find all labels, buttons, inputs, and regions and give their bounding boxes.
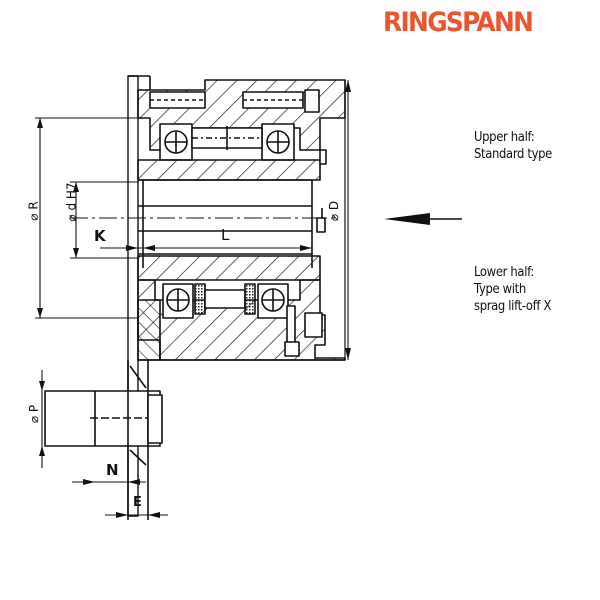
direction-arrow-icon [384, 213, 462, 225]
lower-half-title: Lower half: [474, 264, 534, 280]
ringspann-logo: RINGSPANN [383, 7, 534, 38]
lower-half-desc-1: Type with [474, 281, 526, 297]
dimension-k-label: K [94, 227, 106, 245]
dimension-d-label: ⌀ d H7 [64, 182, 79, 222]
dimension-l-label: L [221, 226, 230, 244]
upper-half-title: Upper half: [474, 129, 535, 145]
bore [138, 179, 326, 268]
lower-sprag-lift-off [194, 283, 256, 315]
dimension-arrowheads [37, 80, 351, 518]
upper-inner-ring [137, 149, 327, 181]
lower-half-note: Lower half: Type with sprag lift-off X [474, 264, 551, 315]
dimension-e-label: E [133, 495, 142, 510]
upper-half-note: Upper half: Standard type [474, 129, 552, 163]
lower-bearing-right [257, 283, 289, 319]
flange-detail [44, 360, 163, 520]
dimension-p-label: ⌀ P [27, 404, 42, 424]
upper-half-desc: Standard type [474, 146, 552, 162]
upper-housing [137, 79, 346, 151]
upper-bearing-right [261, 123, 295, 161]
dimension-big-d-label: ⌀ D [327, 200, 342, 222]
lower-lift-off-pin [284, 305, 323, 357]
dimension-r-label: ⌀ R [26, 201, 41, 221]
upper-bearing-left [159, 123, 193, 161]
lower-inner-ring [137, 255, 321, 281]
upper-sprag-cage [191, 126, 263, 150]
dimension-n-label: N [106, 461, 119, 479]
lower-half-desc-2: sprag lift-off X [474, 298, 552, 314]
lower-bearing-left [162, 283, 194, 319]
